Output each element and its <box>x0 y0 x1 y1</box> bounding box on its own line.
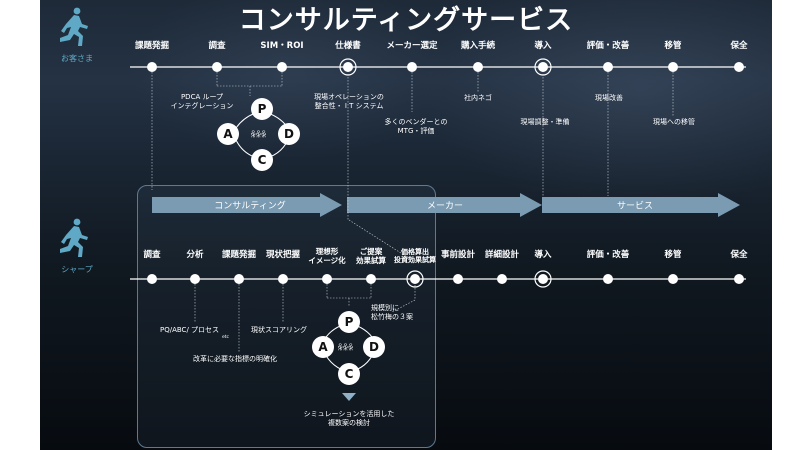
bottom-step-label: 詳細設計 <box>484 250 520 260</box>
bottom-guides <box>194 219 416 352</box>
annotation-simulation: シミュレーションを活用した 複数案の検討 <box>303 410 395 427</box>
phase-label-maker: メーカー <box>426 201 464 212</box>
bottom-nodes <box>147 270 744 288</box>
annotation-intro: 現場調整・準備 <box>520 118 570 126</box>
phase-arrow-service <box>542 193 740 217</box>
phase-arrow-consulting <box>152 193 342 217</box>
phase-label-consulting: コンサルティング <box>214 201 286 212</box>
pdca-act: A <box>217 123 239 145</box>
runner-icon-sharp <box>60 218 88 257</box>
timeline-graphics <box>60 7 746 401</box>
bottom-step-label: 調査 <box>143 250 161 260</box>
annotation-score: 現状スコアリング <box>251 326 307 334</box>
bottom-step-label: 理想形 イメージ化 <box>308 247 346 265</box>
top-step-label: 評価・改善 <box>586 41 630 51</box>
bottom-step-label: 現状把握 <box>265 250 301 260</box>
page-title: コンサルティングサービス <box>238 5 574 36</box>
pdca-check: C <box>338 363 360 385</box>
bottom-step-label: 課題発掘 <box>221 250 257 260</box>
annotation-eval: 現場改善 <box>595 94 623 102</box>
pdca-check: C <box>251 149 273 171</box>
annotation-kpi: 改革に必要な指標の明確化 <box>193 355 277 363</box>
bottom-step-label: 分析 <box>186 250 204 260</box>
bottom-step-label: 評価・改善 <box>586 250 630 260</box>
bottom-step-label: 保全 <box>730 250 748 260</box>
annotation-purchase: 社内ネゴ <box>464 94 492 102</box>
pdca-plan: P <box>338 311 360 333</box>
top-step-label: SIM・ROI <box>260 41 304 51</box>
top-step-label: 調査 <box>208 41 226 51</box>
annotation-spec: 現場オペレーションの 整合性・ I T システム <box>314 93 384 110</box>
down-triangle <box>342 393 356 401</box>
runner-icon-customer <box>60 7 88 46</box>
phase-label-service: サービス <box>616 201 654 212</box>
top-guides <box>151 72 674 220</box>
bottom-step-label: ご提案 効果試算 <box>356 247 386 265</box>
annotation-transfer: 現場への移管 <box>653 118 695 126</box>
bottom-step-label: 移管 <box>664 250 682 260</box>
top-step-label: 移管 <box>664 41 682 51</box>
top-step-label: 導入 <box>534 41 552 51</box>
diagram-canvas: コンサルティング サービス <box>40 0 772 450</box>
annotation-pq: PQ/ABC/ プロセス <box>160 326 220 334</box>
pdca-do: D <box>278 123 300 145</box>
annotation-plans: 規模別に 松竹梅の３案 <box>371 304 413 321</box>
annotation-pdca: PDCA ループ インテグレーション <box>170 93 234 110</box>
consulting-highlight-panel <box>137 185 436 448</box>
top-step-label: メーカー選定 <box>386 41 438 51</box>
bottom-step-label: 導入 <box>534 250 552 260</box>
pdca-do: D <box>363 336 385 358</box>
annotation-vendor: 多くのベンダーとの MTG・評価 <box>384 118 448 135</box>
actor-sharp: シャープ <box>61 265 93 274</box>
background-haze <box>40 0 772 450</box>
pdca-plan: P <box>251 98 273 120</box>
annotation-etc: etc <box>222 335 230 340</box>
top-step-label: 保全 <box>730 41 748 51</box>
actor-customer: お客さま <box>61 54 93 63</box>
top-step-label: 購入手続 <box>460 41 496 51</box>
people-icon: ꆜꆜꆜ <box>337 343 354 353</box>
phase-arrow-maker <box>347 193 542 217</box>
bottom-step-label: 事前設計 <box>440 250 476 260</box>
top-step-label: 仕様書 <box>335 41 361 51</box>
pdca-act: A <box>312 336 334 358</box>
bottom-step-label: 価格算出 投資効果試算 <box>394 248 436 265</box>
top-step-label: 課題発掘 <box>134 41 170 51</box>
top-nodes <box>147 58 744 76</box>
people-icon: ꆜꆜꆜ <box>250 130 267 140</box>
